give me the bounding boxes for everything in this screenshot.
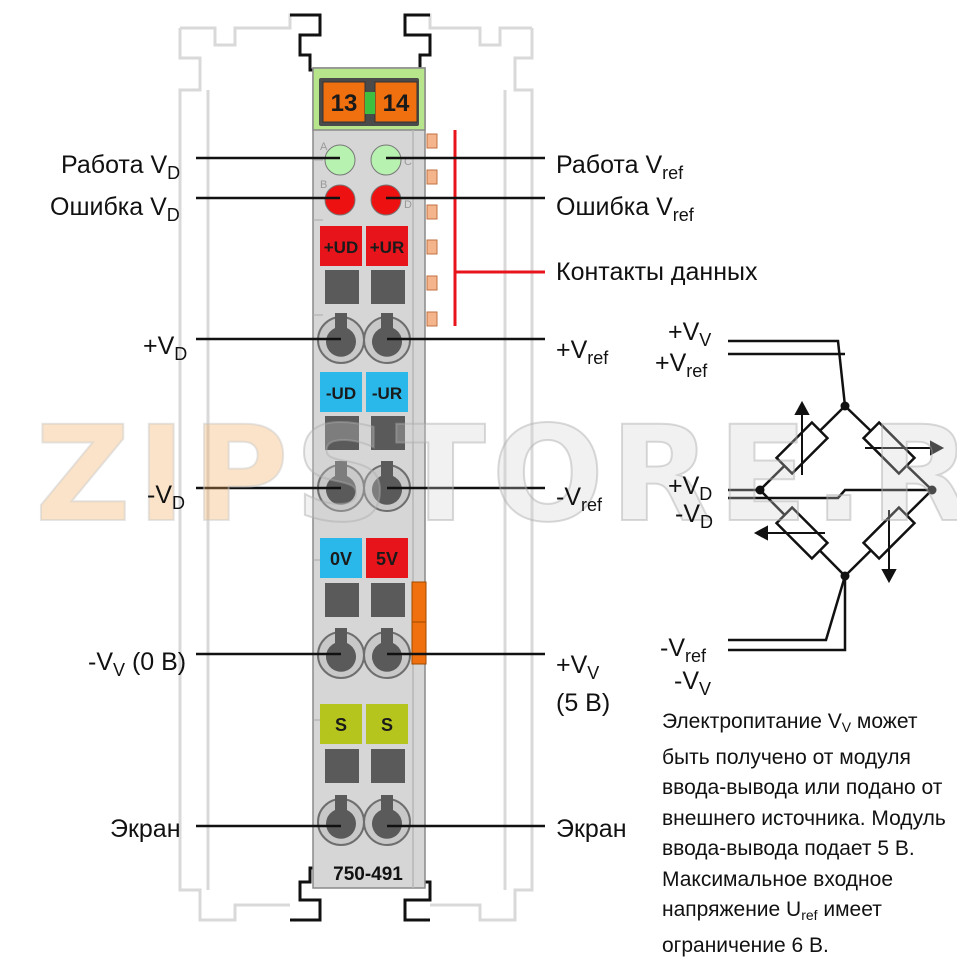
led-error-vref [370, 184, 402, 216]
led-error-vd [324, 184, 356, 216]
wire-clamps [317, 313, 411, 846]
bridge-label-plus-vref: +Vref [655, 349, 708, 381]
pin-tags: +UD +UR -UD -UR 0V 5V S S [320, 226, 408, 744]
leader-lines [196, 156, 545, 828]
led-run-vd [324, 144, 356, 176]
terminal-14-label: 14 [383, 90, 410, 117]
din-rail-outline [178, 13, 534, 922]
label-error-vd: Ошибка VD [50, 193, 180, 225]
led-letter-b: B [320, 179, 327, 191]
label-minus-vref: -Vref [556, 483, 603, 515]
pin-label-plus-ud: +UD [324, 238, 358, 257]
pin-label-s-left: S [335, 715, 347, 735]
bridge-circuit [728, 339, 933, 652]
pin-label-minus-ud: -UD [326, 384, 356, 403]
led-letter-d: D [404, 199, 412, 211]
status-leds: A B C D [320, 141, 412, 216]
power-jumper [411, 581, 427, 665]
label-screen-left: Экран [110, 815, 181, 843]
bridge-label-minus-vref: -Vref [660, 634, 707, 666]
pin-label-0v: 0V [330, 549, 352, 569]
pin-label-s-right: S [381, 715, 393, 735]
terminal-13-label: 13 [331, 90, 358, 117]
pin-label-plus-ur: +UR [370, 238, 404, 257]
led-run-vref [370, 144, 402, 176]
terminal-block: 13 14 [319, 78, 419, 126]
pin-label-minus-ur: -UR [372, 384, 402, 403]
bridge-adjust-arrows [753, 400, 945, 584]
label-plus-vd: +VD [143, 332, 188, 364]
bridge-label-minus-vv: -VV [674, 667, 712, 699]
label-data-contacts: Контакты данных [556, 258, 758, 286]
label-plus-vref: +Vref [556, 336, 609, 368]
label-run-vd: Работа VD [61, 151, 181, 183]
data-contacts [426, 133, 438, 327]
label-minus-vd: -VD [147, 481, 185, 513]
label-screen-right: Экран [556, 815, 627, 843]
bridge-label-plus-vd: +VD [668, 472, 713, 504]
power-supply-note: Электропитание VV может быть получено от… [662, 710, 946, 957]
bridge-label-minus-vd: -VD [675, 500, 713, 532]
led-letter-a: A [320, 141, 328, 153]
clamp-openings [325, 270, 405, 783]
label-run-vref: Работа Vref [556, 151, 684, 183]
label-plus-vv: +VV(5 В) [556, 651, 611, 717]
pin-label-5v: 5V [376, 549, 398, 569]
model-number: 750-491 [333, 864, 403, 885]
led-letter-c: C [404, 156, 412, 168]
label-error-vref: Ошибка Vref [556, 193, 694, 225]
bridge-label-plus-vv: +VV [668, 318, 712, 350]
label-minus-vv: -VV (0 В) [88, 648, 187, 680]
io-module [290, 13, 432, 922]
bridge-nodes [755, 401, 937, 581]
